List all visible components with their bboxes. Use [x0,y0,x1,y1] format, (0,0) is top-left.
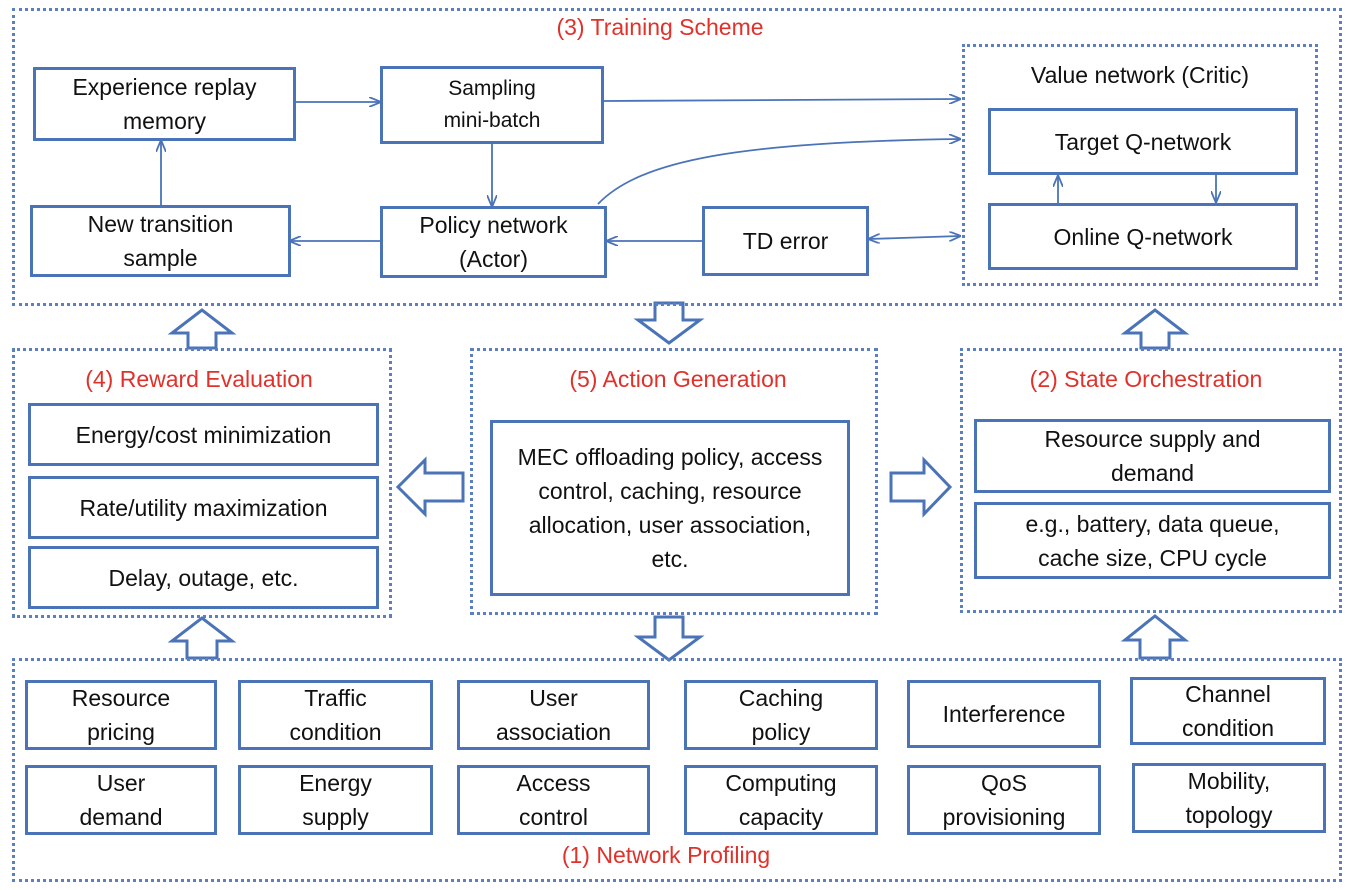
block-arrow-up-state-bottom [1120,614,1190,660]
reward-item-delay: Delay, outage, etc. [28,546,379,609]
experience-replay-box: Experience replay memory [33,67,296,141]
block-arrow-down-action [633,301,705,345]
arrow-tderror-critic [869,236,960,239]
profiling-mobility-topology: Mobility, topology [1132,763,1326,833]
profiling-caching-policy: Caching policy [684,680,878,750]
value-network-title: Value network (Critic) [1030,62,1250,88]
action-generation-title: (5) Action Generation [569,366,787,392]
state-orchestration-title: (2) State Orchestration [1029,366,1263,392]
profiling-qos-provisioning: QoS provisioning [907,765,1101,835]
new-transition-box: New transition sample [30,205,291,277]
reward-evaluation-title: (4) Reward Evaluation [85,366,313,392]
profiling-resource-pricing: Resource pricing [25,680,217,750]
training-scheme-frame [12,8,1342,306]
profiling-access-control: Access control [457,765,650,835]
target-q-network-box: Target Q-network [988,108,1298,175]
profiling-channel-condition: Channel condition [1130,677,1326,745]
state-item-examples: e.g., battery, data queue, cache size, C… [974,502,1331,579]
sampling-box: Sampling mini-batch [380,66,604,144]
profiling-user-demand: User demand [25,765,217,835]
arrow-sampling-to-critic [603,99,960,101]
value-network-frame [962,44,1318,286]
online-q-network-box: Online Q-network [988,203,1298,270]
action-generation-box: MEC offloading policy, access control, c… [490,420,850,596]
reward-item-rate: Rate/utility maximization [28,476,379,539]
block-arrow-up-state [1120,308,1190,350]
state-item-resource: Resource supply and demand [974,419,1331,493]
action-generation-frame [470,348,878,615]
policy-network-box: Policy network (Actor) [380,206,607,278]
reward-evaluation-frame [12,348,392,618]
block-arrow-down-profiling [633,615,705,662]
block-arrow-up-reward [167,308,237,350]
arrow-actor-to-critic-curve [597,139,960,205]
block-arrow-left-reward [395,456,465,518]
profiling-computing-capacity: Computing capacity [684,765,878,835]
block-arrow-right-state [889,456,953,518]
td-error-box: TD error [702,206,869,276]
state-orchestration-frame [960,348,1342,613]
reward-item-energy: Energy/cost minimization [28,403,379,466]
network-profiling-title: (1) Network Profiling [561,842,771,868]
network-profiling-frame [12,658,1342,882]
profiling-traffic-condition: Traffic condition [238,680,433,750]
profiling-user-association: User association [457,680,650,750]
profiling-interference: Interference [907,680,1101,748]
profiling-energy-supply: Energy supply [238,765,433,835]
training-scheme-title: (3) Training Scheme [556,14,764,40]
block-arrow-up-reward-bottom [167,616,237,660]
